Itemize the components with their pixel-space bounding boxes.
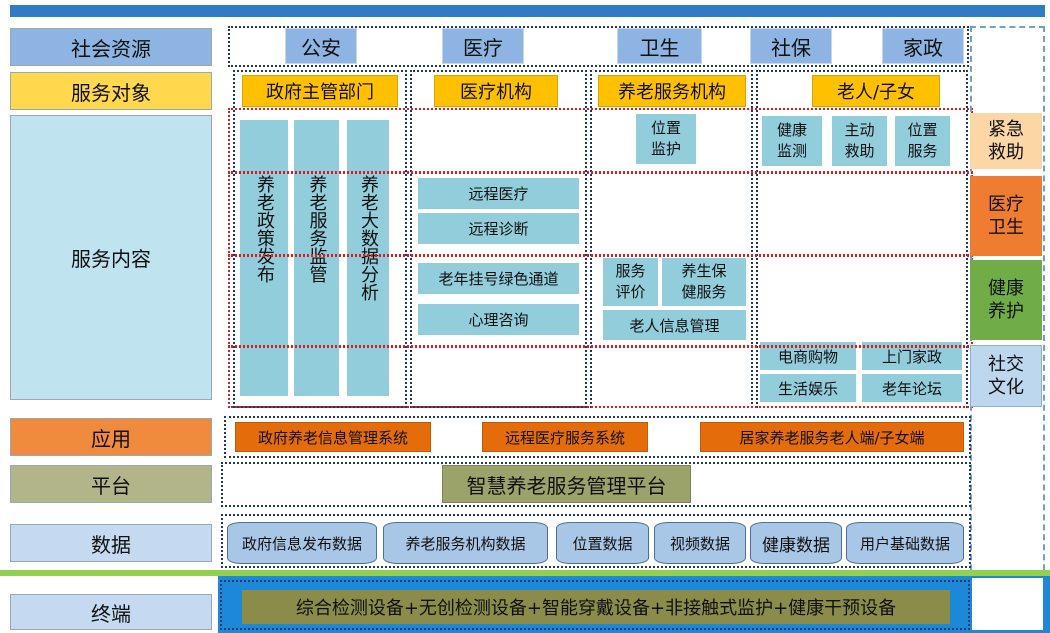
label-apps: 应用 xyxy=(10,418,212,456)
platform-bar: 智慧养老服务管理平台 xyxy=(442,465,691,503)
resource-health: 卫生 xyxy=(617,28,702,64)
elder-entertainment: 生活娱乐 xyxy=(760,374,856,402)
row-emergency-outline xyxy=(228,108,973,173)
medical-remote-diagnosis: 远程诊断 xyxy=(418,213,579,244)
elder-active-rescue: 主动 救助 xyxy=(832,116,887,166)
org-service-eval: 服务 评价 xyxy=(603,258,658,306)
platform-row xyxy=(221,462,971,507)
data-location: 位置数据 xyxy=(556,522,649,564)
top-bar xyxy=(10,5,1045,17)
label-resources: 社会资源 xyxy=(10,28,212,66)
elder-health-monitor: 健康 监测 xyxy=(762,116,822,166)
medical-psych-consult: 心理咨询 xyxy=(418,304,579,335)
target-gov: 政府主管部门 xyxy=(242,75,398,107)
resource-housekeeping: 家政 xyxy=(882,28,964,64)
label-platform: 平台 xyxy=(10,465,212,503)
category-emergency: 紧急 救助 xyxy=(970,113,1042,169)
label-data: 数据 xyxy=(10,524,212,562)
target-elder: 老人/子女 xyxy=(812,75,940,107)
terminal-bar: 综合检测设备+无创检测设备+智能穿戴设备+非接触式监护+健康干预设备 xyxy=(242,590,950,624)
org-location-monitor: 位置 监护 xyxy=(636,114,696,164)
data-health: 健康数据 xyxy=(750,522,842,564)
gov-bigdata-analysis-text: 养老大数据分析 xyxy=(358,175,379,301)
medical-remote-care: 远程医疗 xyxy=(418,178,579,209)
category-medical: 医疗 卫生 xyxy=(970,176,1042,256)
resource-medical: 医疗 xyxy=(442,28,524,64)
app-home-care: 居家养老服务老人端/子女端 xyxy=(700,422,964,452)
resource-police: 公安 xyxy=(285,28,357,64)
category-social: 社交 文化 xyxy=(970,345,1042,407)
target-medical: 医疗机构 xyxy=(434,75,558,107)
green-band xyxy=(0,570,1050,576)
data-user-basic: 用户基础数据 xyxy=(846,522,964,564)
app-gov-system: 政府养老信息管理系统 xyxy=(235,422,431,452)
terminal-row xyxy=(220,580,970,630)
resource-social-security: 社保 xyxy=(750,28,832,64)
org-health-service: 养生保 健服务 xyxy=(662,258,746,306)
data-row xyxy=(221,514,971,568)
row-medical-outline xyxy=(228,172,973,256)
terminal-right-bg xyxy=(972,578,1043,630)
row-social-outline xyxy=(228,346,973,408)
elder-forum: 老年论坛 xyxy=(862,374,962,402)
app-remote-medical: 远程医疗服务系统 xyxy=(482,422,648,452)
label-content: 服务内容 xyxy=(10,115,212,400)
data-video: 视频数据 xyxy=(654,522,746,564)
org-info-mgmt: 老人信息管理 xyxy=(603,310,746,340)
category-health: 健康 养护 xyxy=(970,260,1042,340)
data-gov-release: 政府信息发布数据 xyxy=(227,522,377,564)
resources-row xyxy=(228,26,969,67)
elder-location-service: 位置 服务 xyxy=(895,116,950,166)
medical-green-channel: 老年挂号绿色通道 xyxy=(418,263,579,294)
target-org: 养老服务机构 xyxy=(598,75,746,107)
row-health-outline xyxy=(228,255,973,347)
gov-service-supervision: 养老服务监管 xyxy=(294,120,339,396)
label-targets: 服务对象 xyxy=(10,72,212,110)
apps-row xyxy=(224,416,971,458)
data-org: 养老服务机构数据 xyxy=(383,522,548,564)
gov-bigdata-analysis: 养老大数据分析 xyxy=(347,120,389,396)
label-terminal: 终端 xyxy=(10,594,212,630)
